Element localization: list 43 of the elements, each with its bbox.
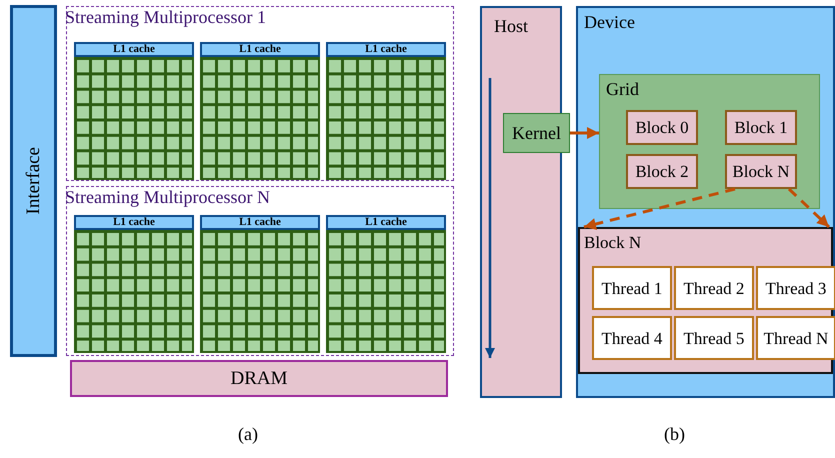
multiprocessor-panel [66,6,454,181]
device-panel [576,6,835,398]
thread-box: Thread 1 [592,266,672,310]
panel-title: Grid [606,79,639,100]
thread-box: Thread 3 [756,266,835,310]
panel-title: Device [584,12,635,33]
thread-box: Thread 2 [674,266,754,310]
thread-box: Thread 4 [592,316,672,360]
cache-bar: L1 cache [200,215,320,230]
cache-bar: L1 cache [74,42,194,57]
cache-bar: L1 cache [200,42,320,57]
cache-bar: L1 cache [326,42,446,57]
dashed-arrow [584,188,736,230]
host-panel [480,6,562,398]
thread-box: Thread N [756,316,835,360]
kernel-box: Kernel [503,113,570,153]
core-grid [326,230,446,353]
core-grid [74,57,194,180]
block-panel [578,227,833,374]
core-grid [200,230,320,353]
cache-bar: L1 cache [74,215,194,230]
interface-bar [10,5,57,357]
panel-title: Host [494,16,528,37]
dram-bar: DRAM [70,360,448,397]
core-grid [74,230,194,353]
dashed-arrow [788,188,830,228]
block-box: Block 1 [725,110,797,145]
panel-title: Streaming Multiprocessor N [65,187,270,208]
block-box: Block N [725,154,797,189]
subfigure-label: (b) [664,424,685,445]
arrow [570,127,599,139]
multiprocessor-panel [66,186,454,356]
thread-box: Thread 5 [674,316,754,360]
panel-title: Streaming Multiprocessor 1 [65,7,266,28]
panel-label: Interface [22,147,44,215]
cache-bar: L1 cache [326,215,446,230]
core-grid [326,57,446,180]
block-box: Block 0 [626,110,698,145]
core-grid [200,57,320,180]
block-box: Block 2 [626,154,698,189]
subfigure-label: (a) [238,424,258,445]
panel-title: Block N [584,233,642,253]
grid-panel [599,74,820,209]
